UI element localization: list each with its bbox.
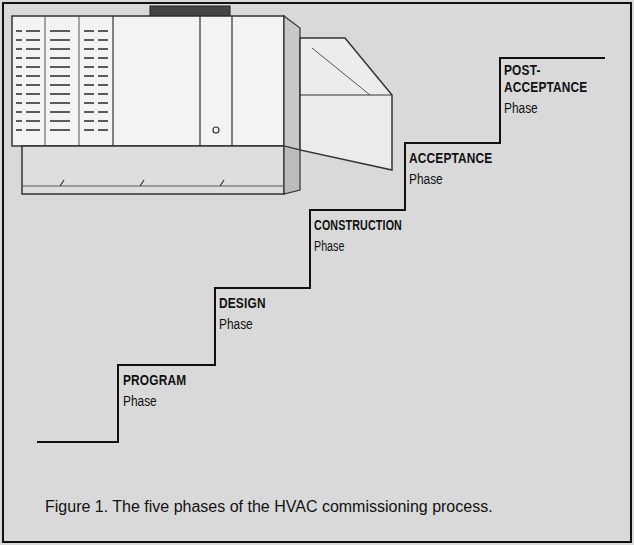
phase-name: DESIGN [219, 295, 266, 312]
phase-step: PROGRAM Phase [123, 372, 234, 410]
phase-step: DESIGN Phase [219, 295, 330, 333]
phase-word: Phase [123, 393, 157, 410]
phase-step: POST- ACCEPTANCE Phase [504, 62, 598, 117]
rooftop-unit [12, 6, 392, 194]
figure-caption: Figure 1. The five phases of the HVAC co… [45, 497, 565, 516]
phase-word: Phase [409, 171, 443, 188]
staircase-line [37, 58, 605, 442]
phase-name: ACCEPTANCE [409, 150, 492, 167]
phase-word: Phase [314, 238, 344, 255]
phase-step: ACCEPTANCE Phase [409, 150, 520, 188]
phase-name: CONSTRUCTION [314, 217, 402, 234]
phase-word: Phase [504, 100, 538, 117]
phase-name: PROGRAM [123, 372, 186, 389]
phase-name: POST- ACCEPTANCE [504, 62, 598, 96]
frame-border [3, 3, 631, 542]
phase-word: Phase [219, 316, 253, 333]
phase-step: CONSTRUCTION Phase [314, 217, 413, 255]
